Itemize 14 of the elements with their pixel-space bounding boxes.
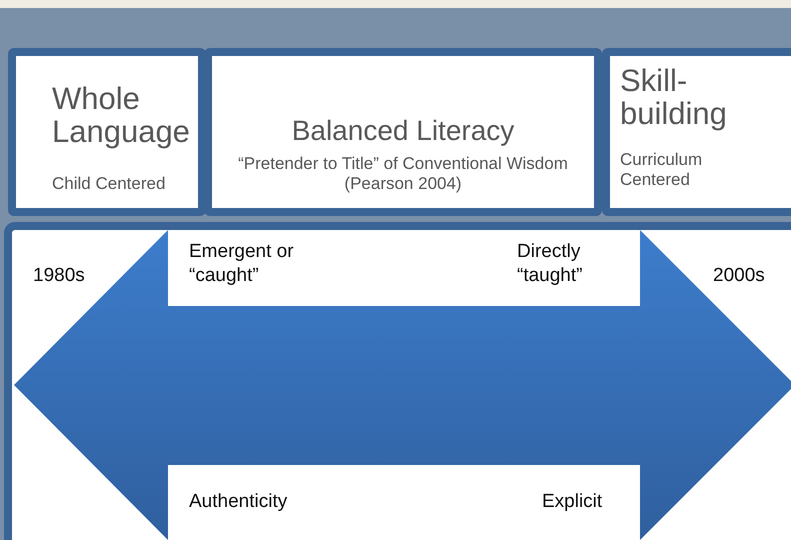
approach-description: Child Centered	[52, 174, 166, 194]
scale-label: Emergent or “caught”	[189, 240, 295, 288]
approach-title: Whole Language	[52, 82, 191, 149]
approach-title: Skill-building	[620, 64, 728, 131]
scale-label: 2000s	[713, 264, 765, 288]
approach-title: Balanced Literacy	[290, 116, 516, 146]
scale-label: 1980s	[33, 264, 85, 288]
scale-label: Directly “taught”	[517, 240, 584, 288]
scale-label: Explicit	[542, 490, 602, 514]
category-box	[8, 48, 206, 216]
approach-description: Curriculum Centered	[620, 150, 704, 191]
category-box	[602, 48, 791, 216]
approach-description: “Pretender to Title” of Conventional Wisdom (Pearson 2004)	[237, 154, 569, 195]
scale-label: Authenticity	[189, 490, 288, 514]
